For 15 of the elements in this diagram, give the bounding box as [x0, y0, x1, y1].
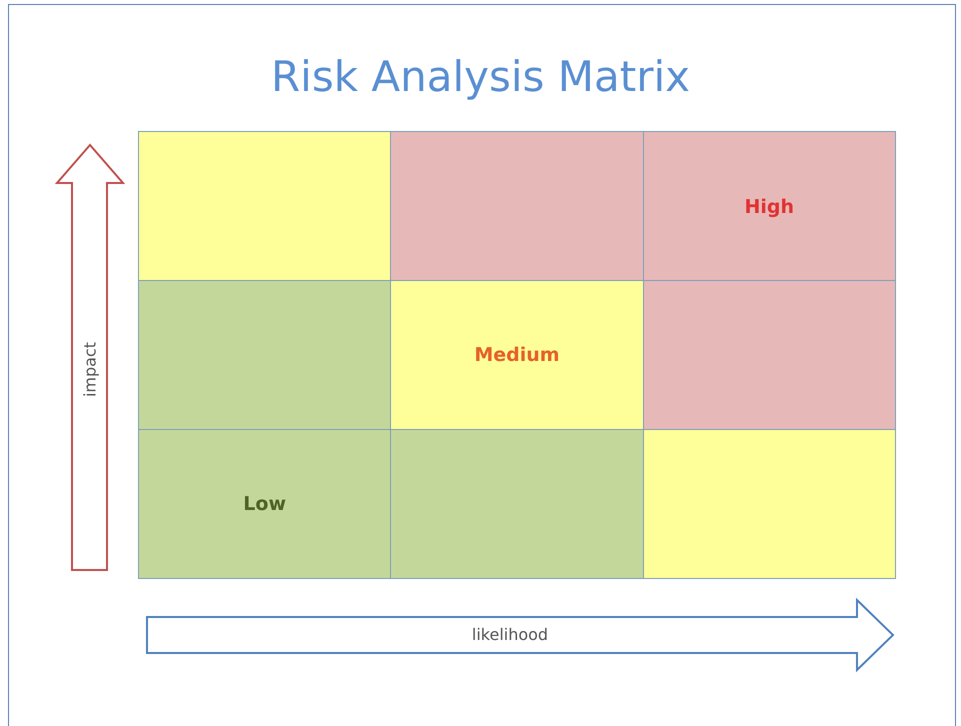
risk-cell — [642, 280, 896, 430]
risk-cell — [138, 131, 392, 281]
risk-level-label: Medium — [474, 344, 560, 366]
risk-level-label: Low — [243, 493, 286, 515]
risk-cell — [390, 280, 644, 430]
risk-cell — [642, 429, 896, 579]
title: Risk Analysis Matrix — [270, 52, 692, 101]
risk-cell — [138, 280, 392, 430]
risk-cell — [138, 429, 392, 579]
axis-label: impact — [80, 342, 100, 398]
axis-label: likelihood — [470, 625, 550, 644]
risk-cell — [390, 429, 644, 579]
risk-cell — [642, 131, 896, 281]
risk-level-label: High — [744, 196, 794, 218]
risk-cell — [390, 131, 644, 281]
